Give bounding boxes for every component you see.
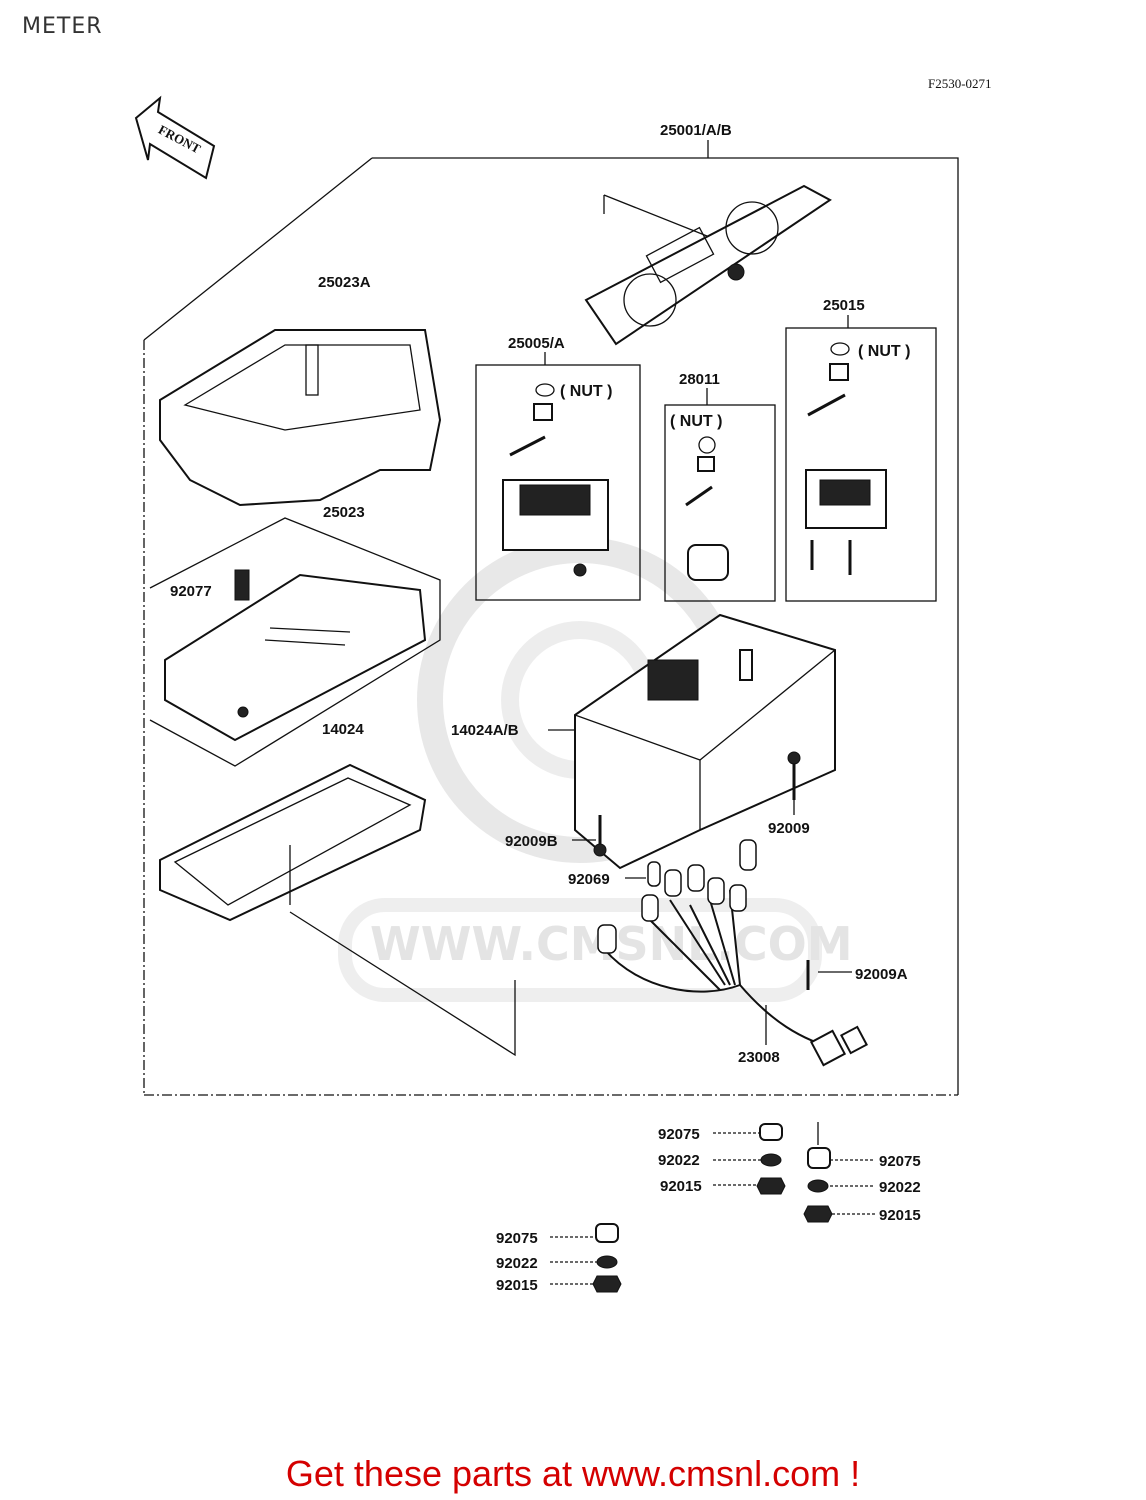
label-92077[interactable]: 92077 — [170, 583, 212, 600]
meter-gasket — [159, 763, 516, 1057]
nut-label-speedometer: ( NUT ) — [560, 383, 612, 400]
mount-rubber-set-c — [550, 1223, 622, 1293]
tachometer-box — [785, 315, 937, 602]
label-25023[interactable]: 25023 — [323, 504, 365, 521]
label-14024[interactable]: 14024 — [322, 721, 364, 738]
label-92015-b[interactable]: 92015 — [879, 1207, 921, 1224]
label-92022-b[interactable]: 92022 — [879, 1179, 921, 1196]
front-arrow-icon: FRONT — [134, 95, 216, 180]
nut-label-gauge: ( NUT ) — [670, 413, 722, 430]
label-92075-c[interactable]: 92075 — [496, 1230, 538, 1247]
meter-cover-upper — [159, 329, 442, 507]
label-14024ab[interactable]: 14024A/B — [451, 722, 519, 739]
label-25023a[interactable]: 25023A — [318, 274, 371, 291]
meter-lens — [149, 517, 441, 767]
meter-face-plate — [584, 184, 832, 346]
grommet-92077-icon — [234, 569, 250, 601]
mount-rubber-set-a — [713, 1123, 786, 1195]
wiring-harness — [597, 839, 868, 1067]
label-92075-a[interactable]: 92075 — [658, 1126, 700, 1143]
page-title: METER — [22, 14, 103, 39]
label-92075-b[interactable]: 92075 — [879, 1153, 921, 1170]
label-92022-c[interactable]: 92022 — [496, 1255, 538, 1272]
label-23008[interactable]: 23008 — [738, 1049, 780, 1066]
screw-92009-icon — [787, 751, 801, 815]
speedometer-box — [475, 352, 641, 601]
nut-label-tachometer: ( NUT ) — [858, 343, 910, 360]
label-92015-c[interactable]: 92015 — [496, 1277, 538, 1294]
label-25001[interactable]: 25001/A/B — [660, 122, 732, 139]
gauge-28011-box — [664, 388, 776, 602]
label-92009a[interactable]: 92009A — [855, 966, 908, 983]
label-92022-a[interactable]: 92022 — [658, 1152, 700, 1169]
label-92009b[interactable]: 92009B — [505, 833, 558, 850]
label-92009[interactable]: 92009 — [768, 820, 810, 837]
label-28011[interactable]: 28011 — [679, 371, 720, 388]
label-92069[interactable]: 92069 — [568, 871, 610, 888]
label-25015[interactable]: 25015 — [823, 297, 865, 314]
screw-92009b-icon — [572, 815, 607, 857]
figure-code: F2530-0271 — [928, 76, 992, 91]
footer-link[interactable]: Get these parts at www.cmsnl.com ! — [285, 1453, 861, 1494]
label-92015-a[interactable]: 92015 — [660, 1178, 702, 1195]
label-25005[interactable]: 25005/A — [508, 335, 565, 352]
meter-case — [548, 613, 836, 870]
mount-rubber-set-b — [803, 1122, 875, 1223]
